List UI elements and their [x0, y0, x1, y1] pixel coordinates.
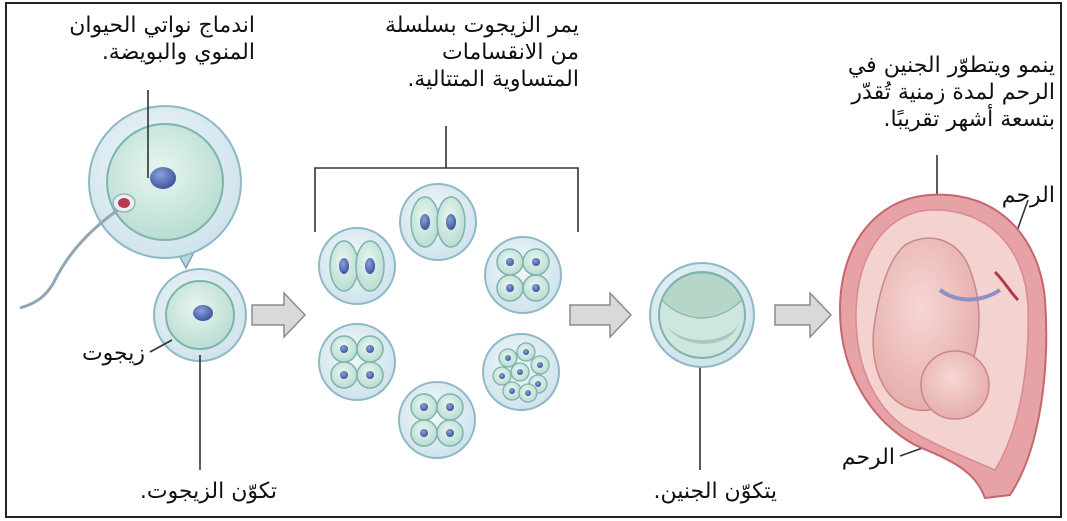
label-fetus-growth-line-2: الرحم لمدة زمنية تُقدّر — [851, 80, 1055, 105]
process-arrows — [251, 291, 833, 339]
arrow-3 — [774, 291, 833, 339]
egg-nucleus — [150, 167, 176, 189]
label-embryo-formation: يتكوّن الجنين. — [653, 479, 777, 504]
arrow-2 — [569, 291, 633, 339]
stage-4-cells-right — [484, 236, 562, 314]
umbilical-cord — [938, 288, 1002, 302]
sperm-head — [118, 198, 130, 208]
cleavage-stages — [318, 183, 562, 459]
label-fetus-growth-line-3: بتسعة أشهر تقريبًا. — [883, 107, 1055, 132]
label-division-line-3: المتساوية المتتالية. — [407, 67, 579, 92]
blastocyst — [649, 262, 755, 368]
stage-2-cells-top — [399, 183, 477, 261]
label-uterus-top: الرحم — [1001, 183, 1055, 208]
fetus-head — [920, 350, 990, 420]
label-fetus-growth: ينمو ويتطوّر الجنين في الرحم لمدة زمنية … — [848, 52, 1055, 133]
arrow-1 — [251, 291, 307, 339]
label-zygote: زيجوت — [81, 341, 145, 366]
label-zygote-formation: تكوّن الزيجوت. — [139, 479, 277, 504]
label-division-line-2: من الانقسامات — [442, 40, 579, 65]
uterus-with-fetus — [838, 193, 1048, 500]
label-fusion: اندماج نواتي الحيوان المنوي والبويضة. — [69, 12, 255, 66]
label-fetus-growth-line-1: ينمو ويتطوّر الجنين في — [847, 53, 1055, 78]
label-division: يمر الزيجوت بسلسلة من الانقسامات المتساو… — [385, 12, 579, 93]
label-fusion-line-2: المنوي والبويضة. — [101, 40, 255, 65]
label-uterus-bottom: الرحم — [841, 445, 895, 470]
label-fusion-line-1: اندماج نواتي الحيوان — [69, 13, 255, 38]
stage-4-cells-left — [318, 323, 396, 401]
stage-2-cells-left — [318, 227, 396, 305]
stage-8-cells-bottom — [398, 381, 476, 459]
zygote-cell — [153, 268, 247, 362]
label-division-line-1: يمر الزيجوت بسلسلة — [384, 13, 579, 38]
egg-fertilization — [19, 105, 242, 310]
stage-morula — [482, 333, 560, 411]
frame-border — [5, 2, 1062, 518]
placenta — [993, 270, 1020, 302]
